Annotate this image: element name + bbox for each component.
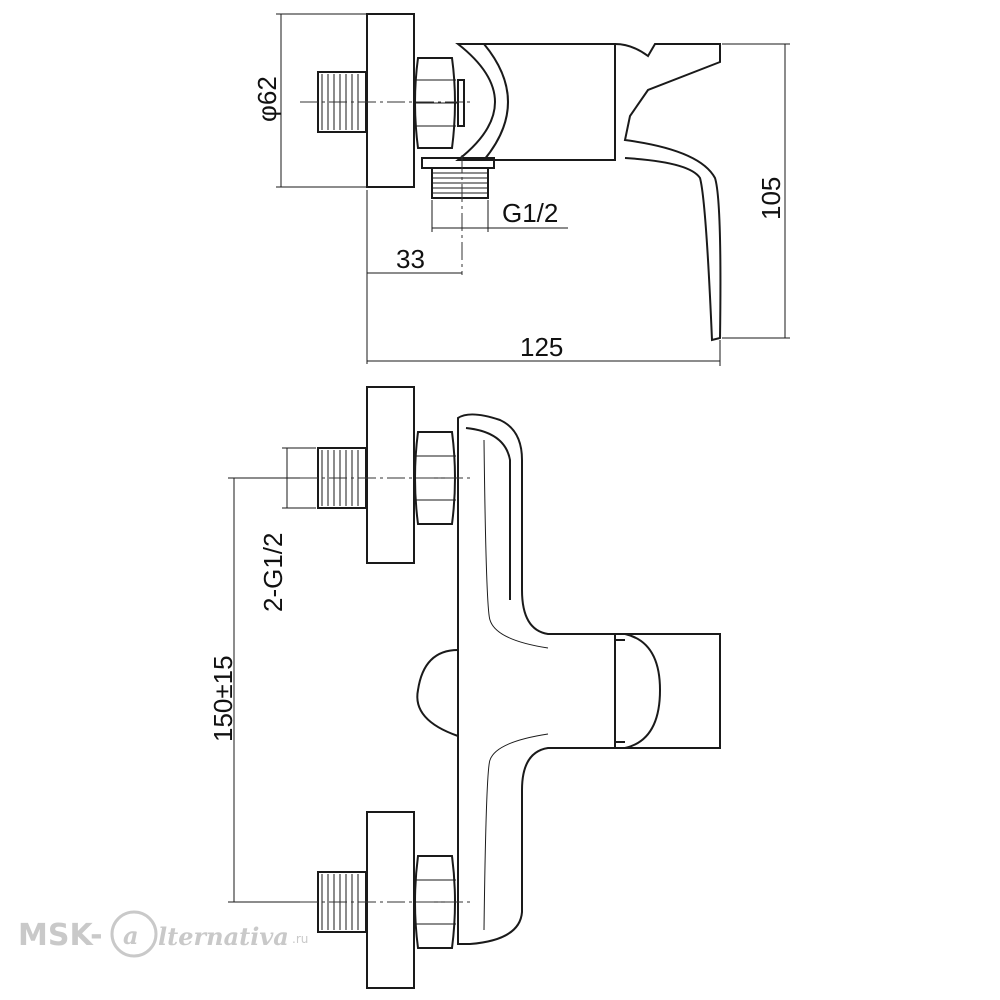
side-view — [300, 13, 722, 342]
dimension-lines-front — [228, 447, 316, 903]
thread-lines-side — [321, 74, 359, 130]
dome-cap — [416, 649, 459, 737]
wall-flange-side — [366, 13, 415, 188]
handle-lever-side — [614, 43, 722, 342]
dim-width-125: 125 — [520, 332, 563, 362]
watermark-brand: MSK- — [18, 918, 103, 953]
wall-flange-upper — [366, 386, 415, 564]
dim-inlet-threads: 2-G1/2 — [258, 533, 288, 613]
hex-nut-lower — [414, 855, 456, 949]
watermark-domain: .ru — [292, 932, 308, 946]
front-view — [300, 386, 721, 989]
watermark-logo-letter: a — [123, 921, 139, 950]
dim-depth-33: 33 — [396, 244, 425, 274]
dim-outlet-thread: G1/2 — [502, 198, 558, 228]
dim-diameter: φ62 — [252, 76, 282, 122]
mixer-body-front — [457, 413, 616, 945]
watermark-logo: MSK- a lternativa .ru — [18, 910, 308, 958]
hex-nut-side — [414, 57, 456, 149]
hex-nut-upper — [414, 431, 456, 525]
wall-flange-lower — [366, 811, 415, 989]
cartridge-front — [615, 633, 721, 749]
cartridge-body-side — [455, 43, 616, 161]
dimension-lines-side — [276, 13, 790, 366]
watermark-name: lternativa — [158, 922, 289, 951]
dim-height-105: 105 — [756, 177, 786, 220]
dim-center-distance: 150±15 — [208, 655, 238, 742]
